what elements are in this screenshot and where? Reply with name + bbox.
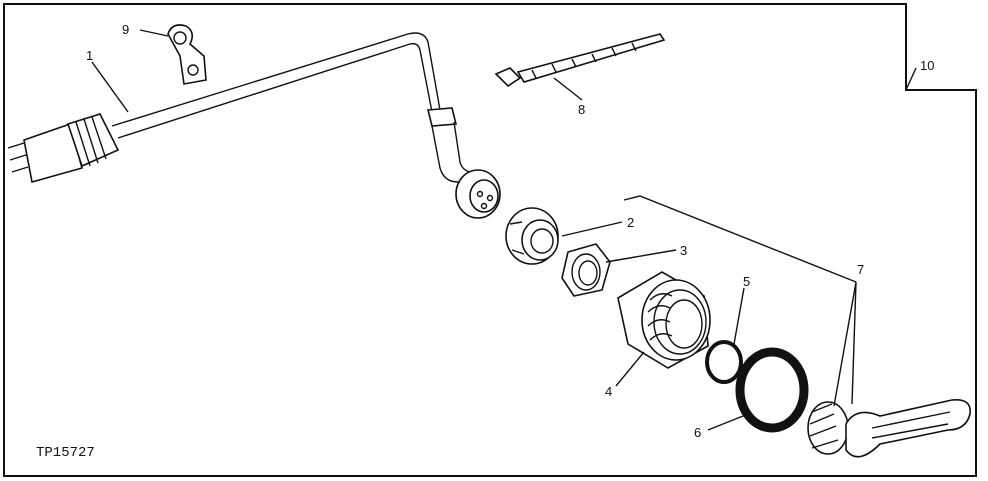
heater-kit-border-icon	[3, 3, 977, 477]
callout-8: 8	[578, 102, 585, 117]
figure-id: TP15727	[36, 445, 95, 461]
adapter-fitting-icon	[617, 271, 711, 369]
hex-nut-icon	[561, 243, 611, 297]
o-ring-icon	[705, 340, 743, 384]
callout-9: 9	[122, 22, 129, 37]
callout-6: 6	[694, 425, 701, 440]
callout-7: 7	[857, 262, 864, 277]
cable-strap-icon	[494, 33, 666, 88]
callout-1: 1	[86, 48, 93, 63]
callout-10: 10	[920, 58, 934, 73]
callout-5: 5	[743, 274, 750, 289]
heater-cord-icon	[7, 32, 501, 219]
slotted-nut-icon	[505, 207, 559, 265]
gasket-icon	[735, 347, 809, 433]
callout-3: 3	[680, 243, 687, 258]
clamp-icon	[167, 24, 207, 85]
callout-2: 2	[627, 215, 634, 230]
heating-element-icon	[807, 398, 971, 458]
callout-4: 4	[605, 384, 612, 399]
